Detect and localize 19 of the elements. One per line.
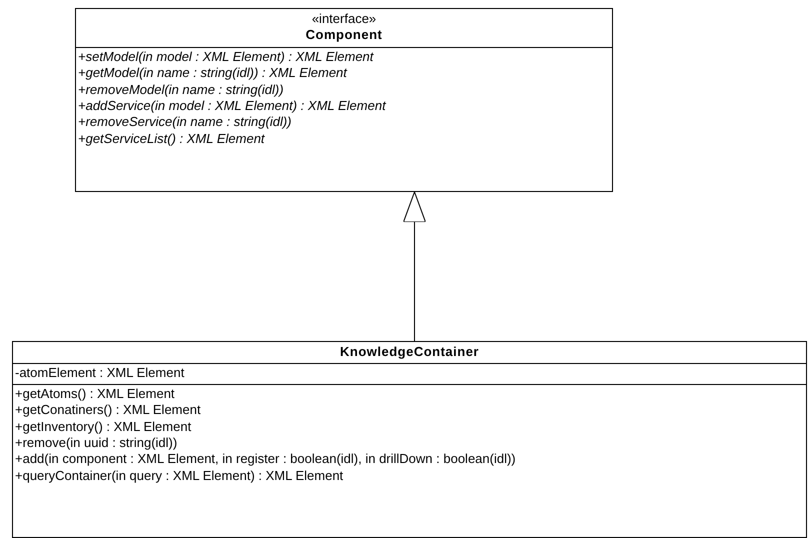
- class-box: [12, 341, 807, 538]
- operation-text: +addService(in model : XML Element) : XML Element: [78, 98, 388, 114]
- class-name: Component: [304, 27, 384, 44]
- generalization-arrow: [403, 192, 426, 342]
- operation-text: +removeService(in name : string(idl)): [78, 114, 292, 131]
- operation-text: +remove(in uuid : string(idl)): [15, 435, 178, 452]
- operation-text: +getAtoms() : XML Element: [15, 386, 176, 402]
- operation-text: +getInventory() : XML Element: [15, 418, 192, 436]
- operation-text: +getModel(in name : string(idl)) : XML Element: [78, 65, 348, 82]
- operation-text: +queryContainer(in query : XML Element) : XML Element: [15, 468, 344, 484]
- operation-text: +getServiceList() : XML Element: [78, 130, 266, 148]
- operation-text: +add(in component : XML Element, in register : boolean(idl), in drillDown : boolean(idl)): [15, 451, 517, 468]
- class-box: [75, 8, 613, 192]
- operation-text: +getConatiners() : XML Element: [15, 402, 202, 419]
- class-name: KnowledgeContainer: [338, 344, 480, 360]
- attribute-text: -atomElement : XML Element: [15, 365, 186, 382]
- stereotype-label: «interface»: [310, 11, 378, 28]
- operation-text: +setModel(in model : XML Element) : XML Element: [78, 48, 375, 66]
- operation-text: +removeModel(in name : string(idl)): [78, 82, 285, 98]
